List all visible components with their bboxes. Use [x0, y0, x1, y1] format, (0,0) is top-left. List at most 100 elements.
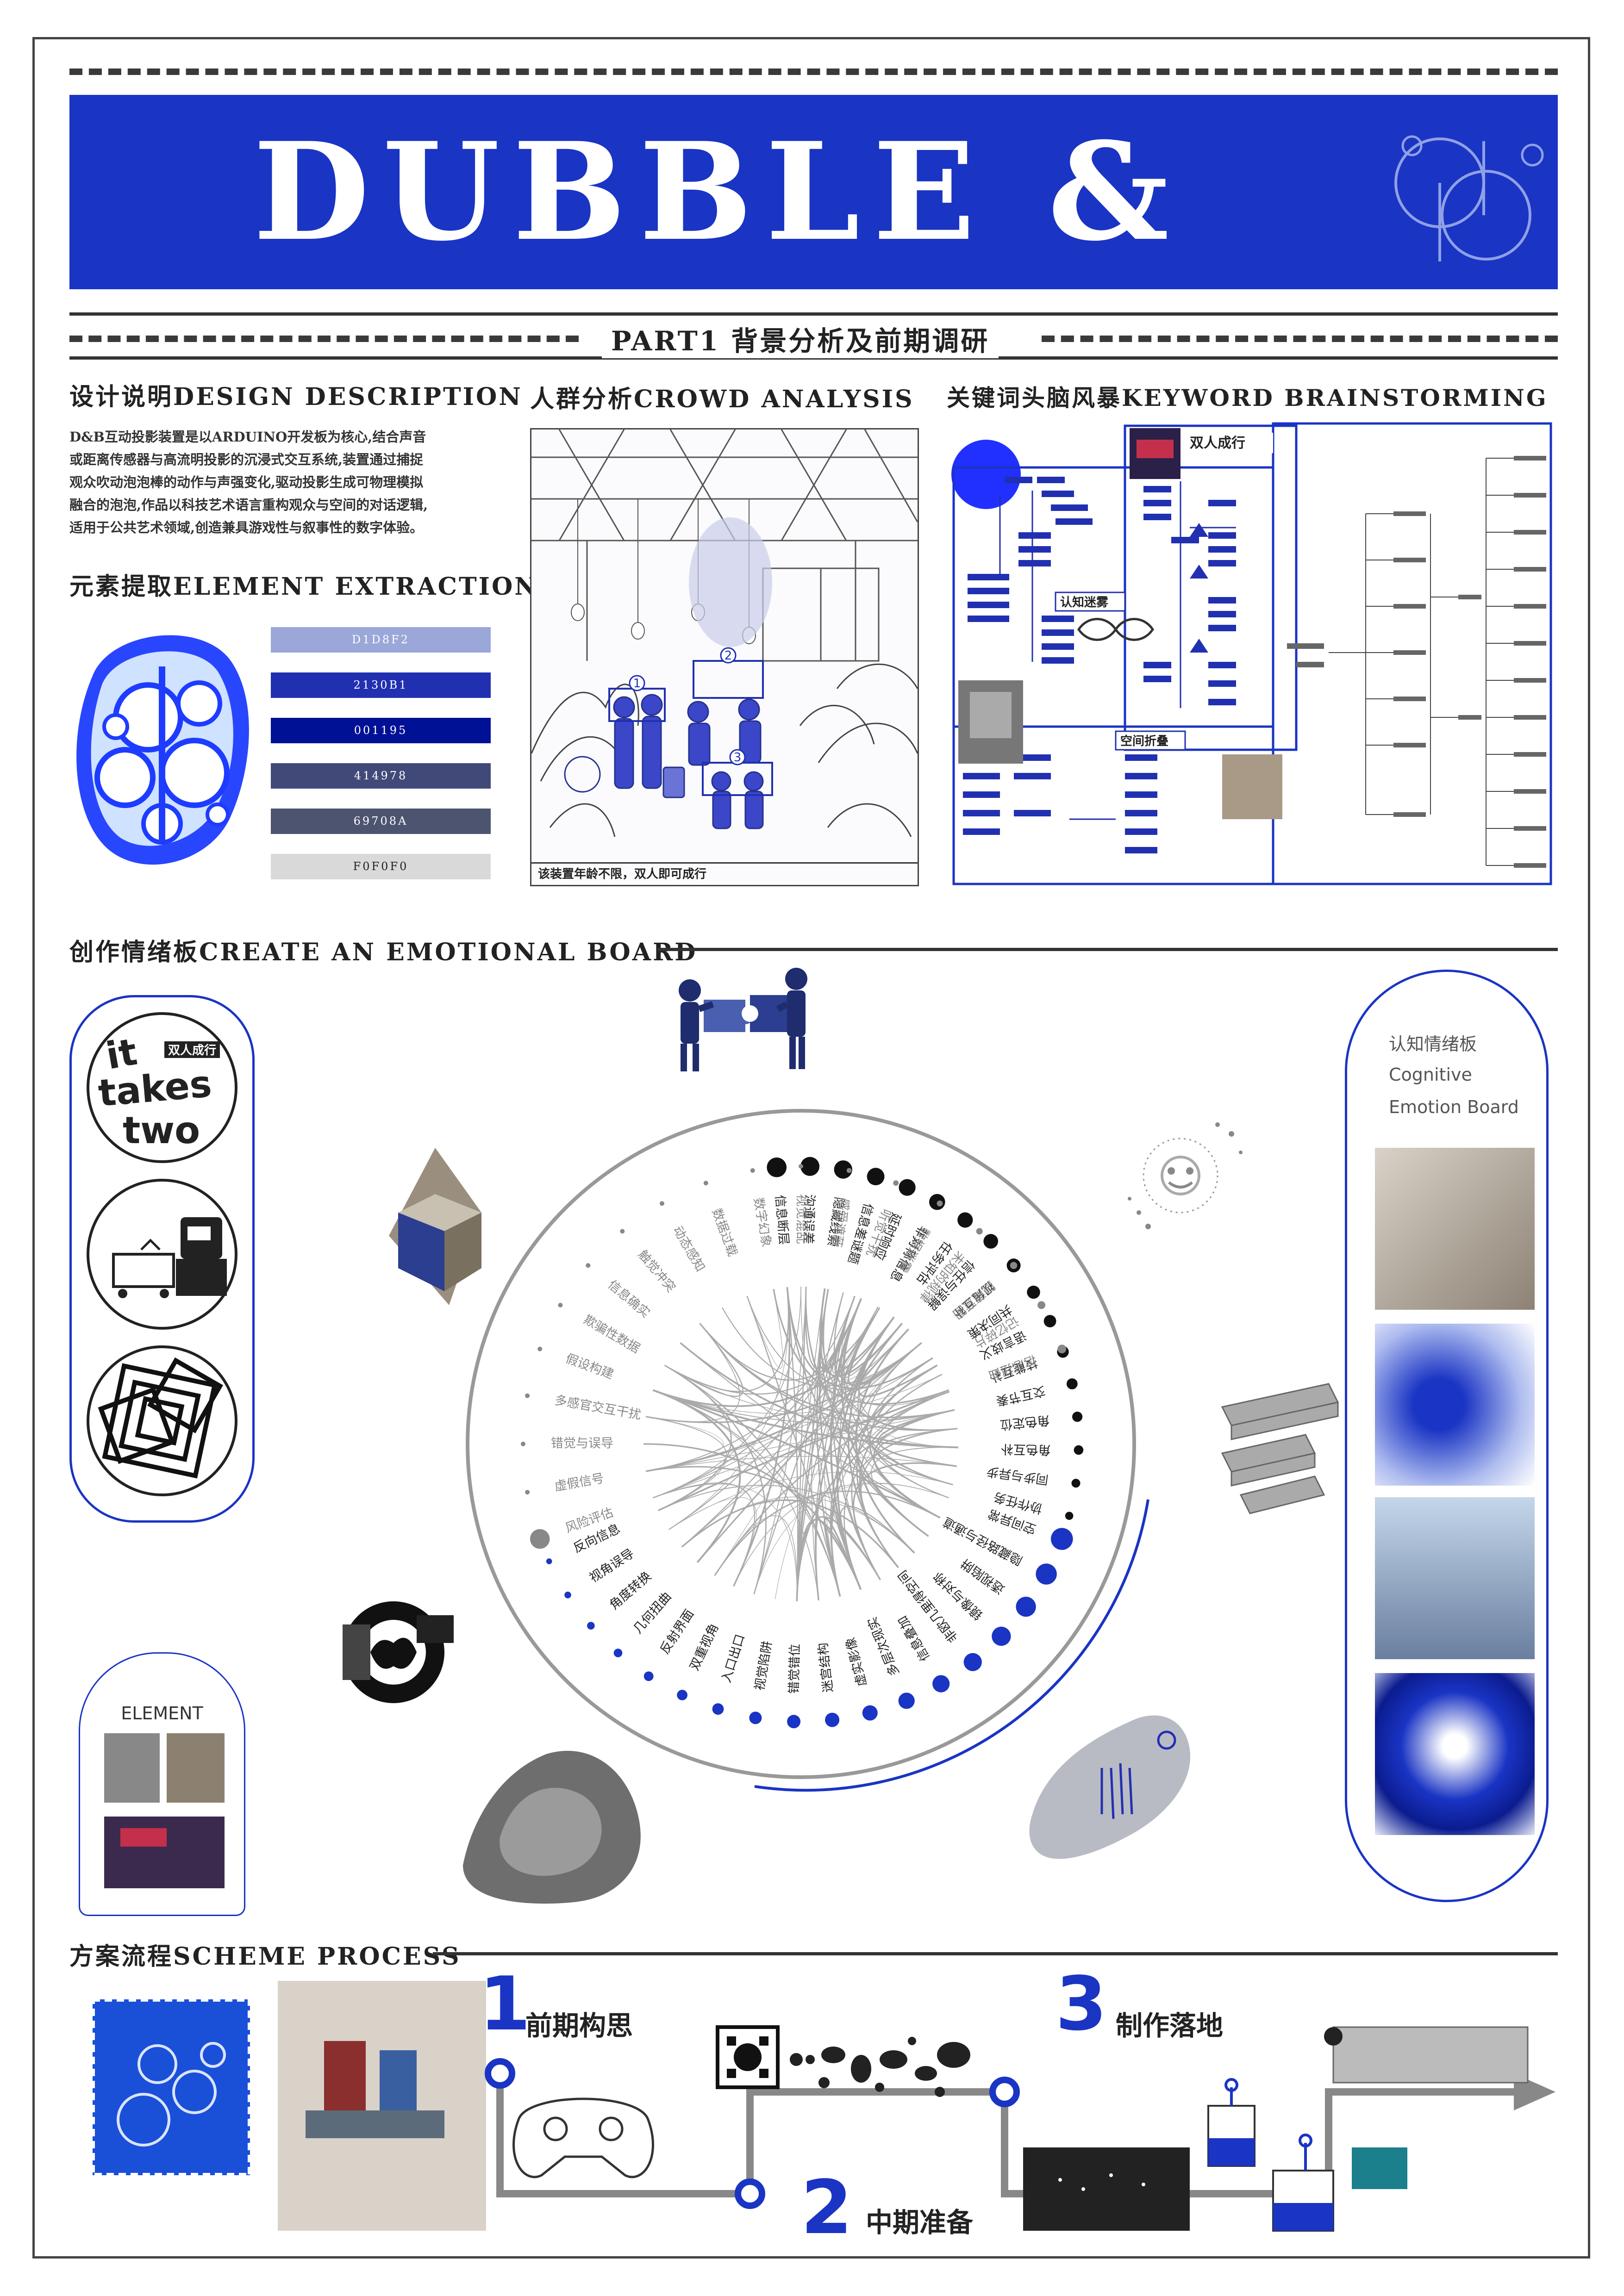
emotional-board-rule	[657, 948, 1558, 951]
chord-label: 角色互补	[1001, 1442, 1051, 1457]
clay-figure-icon	[463, 1750, 641, 1904]
it-takes-two-logo-icon: it takes two 双人成行	[87, 1012, 237, 1163]
isometric-grid-icon	[1221, 1383, 1339, 1514]
puzzle-people-icon	[679, 968, 807, 1071]
svg-text:takes: takes	[97, 1062, 213, 1115]
chord-node	[1066, 1378, 1078, 1389]
keyword-mindmap-panel: 双人成行 认知迷雾 空间折叠	[949, 421, 1558, 889]
keyword-node-space: 空间折叠	[1120, 734, 1168, 748]
chord-node	[537, 1346, 543, 1351]
color-swatch: 2130B1	[271, 672, 491, 698]
crowd-analysis-heading: 人群分析CROWD ANALYSIS	[530, 385, 914, 413]
element-game-highlight	[120, 1828, 167, 1847]
title-banner: DUBBLE & BUBBLE	[69, 95, 1558, 465]
element-label: ELEMENT	[121, 1703, 203, 1724]
scheme-rule	[433, 1952, 1558, 1955]
chord-node	[546, 1558, 552, 1564]
folded-cube-icon	[389, 1148, 481, 1305]
chord-label: 欺骗性数据	[581, 1313, 642, 1356]
emotional-board-heading: 创作情绪板CREATE AN EMOTIONAL BOARD	[69, 938, 698, 966]
chord-node	[1010, 1262, 1018, 1269]
arduino-box-icon	[1272, 2134, 1407, 2232]
breadboard-icon	[1332, 2026, 1529, 2084]
infinity-icon	[1077, 618, 1155, 641]
chord-node	[586, 1263, 591, 1268]
color-swatch: D1D8F2	[271, 627, 491, 653]
chord-diagram: 信息断层沟通误差隐藏线索信息差谜题延时响应非对称信息任务评估信任与误解视角互补共…	[466, 1109, 1149, 1792]
chord-label: 触觉冲突	[635, 1248, 678, 1295]
bubble-pattern-icon	[716, 2025, 780, 2089]
crowd-caption: 该装置年龄不限，双人即可成行	[538, 867, 707, 881]
color-swatch: 001195	[271, 718, 491, 743]
chord-label: 双重视角	[687, 1622, 721, 1673]
chord-node	[957, 1212, 973, 1228]
cognitive-board-title: 认知情绪板	[1389, 1034, 1477, 1054]
chord-node	[1043, 1315, 1056, 1327]
element-escher-photo	[167, 1733, 225, 1803]
flow-node-2	[735, 2178, 765, 2209]
chord-node	[660, 1201, 664, 1206]
chord-node	[867, 1168, 885, 1186]
chord-node	[749, 1711, 762, 1724]
sensor-box-icon	[1207, 2078, 1255, 2167]
chord-node	[929, 1194, 945, 1210]
chord-lines	[643, 1286, 958, 1601]
chord-label: 数字幻象	[751, 1196, 774, 1248]
chord-label: 多感官交互干扰	[554, 1393, 643, 1422]
part-line-upper	[69, 312, 1558, 316]
cognitive-photo-escher	[1375, 1148, 1535, 1310]
chord-label: 信息断层	[772, 1195, 791, 1245]
chord-label: 多层次现实	[865, 1615, 902, 1678]
color-swatch: F0F0F0	[271, 854, 491, 879]
chord-node	[521, 1442, 525, 1446]
poster-title: DUBBLE & BUBBLE	[253, 113, 1182, 465]
cognitive-photo-game	[1375, 1497, 1535, 1659]
blob-creature-icon	[1029, 1715, 1191, 1859]
chord-label: 迷宫结构	[816, 1642, 836, 1693]
chord-node	[937, 1201, 943, 1207]
left-icon-pill	[69, 995, 255, 1523]
chord-node	[525, 1393, 530, 1398]
cognitive-board-pill	[1345, 970, 1549, 1902]
chord-label: 几何扭曲	[631, 1589, 674, 1636]
chord-node	[1057, 1344, 1067, 1354]
chord-label: 动态感知	[670, 1224, 707, 1274]
part-heading: PART1 背景分析及前期调研	[602, 319, 999, 358]
crowd-marker-2: 2	[725, 649, 732, 663]
ink-splatter-image	[790, 2037, 970, 2097]
chord-label: 视角误导	[587, 1546, 637, 1586]
chord-label: 虚假信号	[553, 1471, 605, 1494]
design-description-text: D&B互动投影装置是以ARDUINO开发板为核心,结合声音 或距离传感器与高流明…	[69, 429, 428, 535]
keyword-blue-dot	[951, 440, 1021, 509]
cognitive-board-subtitle-2: Emotion Board	[1389, 1097, 1519, 1117]
chord-node	[1072, 1412, 1083, 1422]
chord-node	[587, 1622, 595, 1630]
chord-node	[976, 1228, 983, 1235]
step-label-2: 中期准备	[866, 2207, 974, 2238]
chord-node	[613, 1649, 623, 1657]
chord-node	[893, 1180, 899, 1186]
chord-label: 视觉混乱	[794, 1194, 809, 1244]
scheme-heading: 方案流程SCHEME PROCESS	[69, 1942, 461, 1971]
chord-node	[862, 1705, 878, 1721]
chord-node	[530, 1529, 550, 1549]
crowd-marker-3: 3	[734, 751, 742, 765]
projection-room-photo	[1023, 2147, 1190, 2231]
svg-text:it: it	[103, 1030, 140, 1078]
chord-node	[525, 1490, 530, 1495]
design-description-heading: 设计说明DESIGN DESCRIPTION	[69, 383, 523, 411]
chord-node	[1037, 1301, 1046, 1309]
poster-frame	[32, 37, 1590, 2259]
keyword-mindmap: 双人成行 认知迷雾 空间折叠	[951, 422, 1552, 885]
step-label-1: 前期构思	[525, 2010, 633, 2041]
chord-node	[767, 1157, 787, 1177]
chord-node	[898, 1692, 915, 1709]
db-logo-icon	[1394, 135, 1544, 261]
escher-thumb-icon	[1222, 754, 1282, 819]
cognitive-board-subtitle-1: Cognitive	[1389, 1064, 1472, 1085]
chord-label: 反射界面	[657, 1607, 697, 1656]
chord-node	[1074, 1445, 1084, 1455]
chord-label: 虚实影像	[843, 1636, 870, 1688]
chord-node	[1016, 1597, 1036, 1617]
element-extraction-heading: 元素提取ELEMENT EXTRACTION	[69, 572, 538, 601]
